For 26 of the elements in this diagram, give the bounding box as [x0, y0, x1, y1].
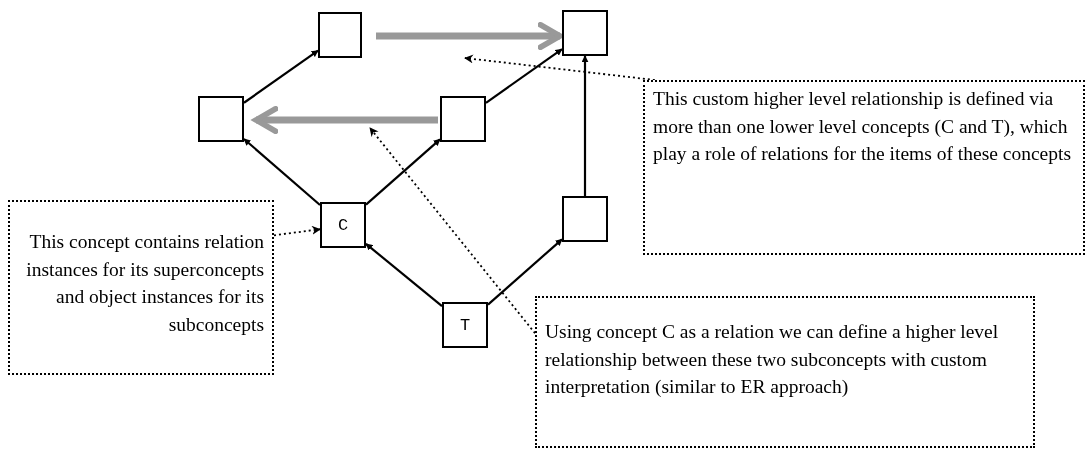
arrow	[581, 55, 589, 196]
concept-box	[440, 96, 486, 142]
callout-text: Using concept C as a relation we can define a higher level relationship between these two subconcepts with custom interpretation (similar to ER approach)	[545, 320, 1000, 399]
concept-box	[442, 302, 488, 348]
callout-text: This concept contains relation instances for its superconcepts and object instances for its subconcepts	[25, 230, 264, 337]
concept-label: T	[459, 315, 471, 335]
arrow	[253, 106, 438, 134]
concept-box	[562, 196, 608, 242]
concept-box	[198, 96, 244, 142]
arrow	[365, 243, 443, 307]
concept-box	[318, 12, 362, 58]
arrow	[365, 138, 441, 206]
leader-arrow	[273, 225, 321, 237]
leader-arrow	[369, 127, 536, 335]
leader-arrow	[464, 54, 656, 81]
concept-box	[320, 202, 366, 248]
arrow	[487, 238, 563, 306]
callout-box	[8, 200, 274, 375]
callout-text: This custom higher level relationship is defined via more than one lower level concepts (C and T), which play a role of relations for the items of these concepts	[653, 87, 1073, 166]
concept-box	[562, 10, 608, 56]
arrow	[243, 138, 321, 206]
concept-label: C	[337, 215, 349, 235]
callout-box	[535, 296, 1035, 448]
arrow	[243, 49, 319, 104]
arrow	[485, 48, 563, 104]
callout-box	[643, 80, 1085, 255]
